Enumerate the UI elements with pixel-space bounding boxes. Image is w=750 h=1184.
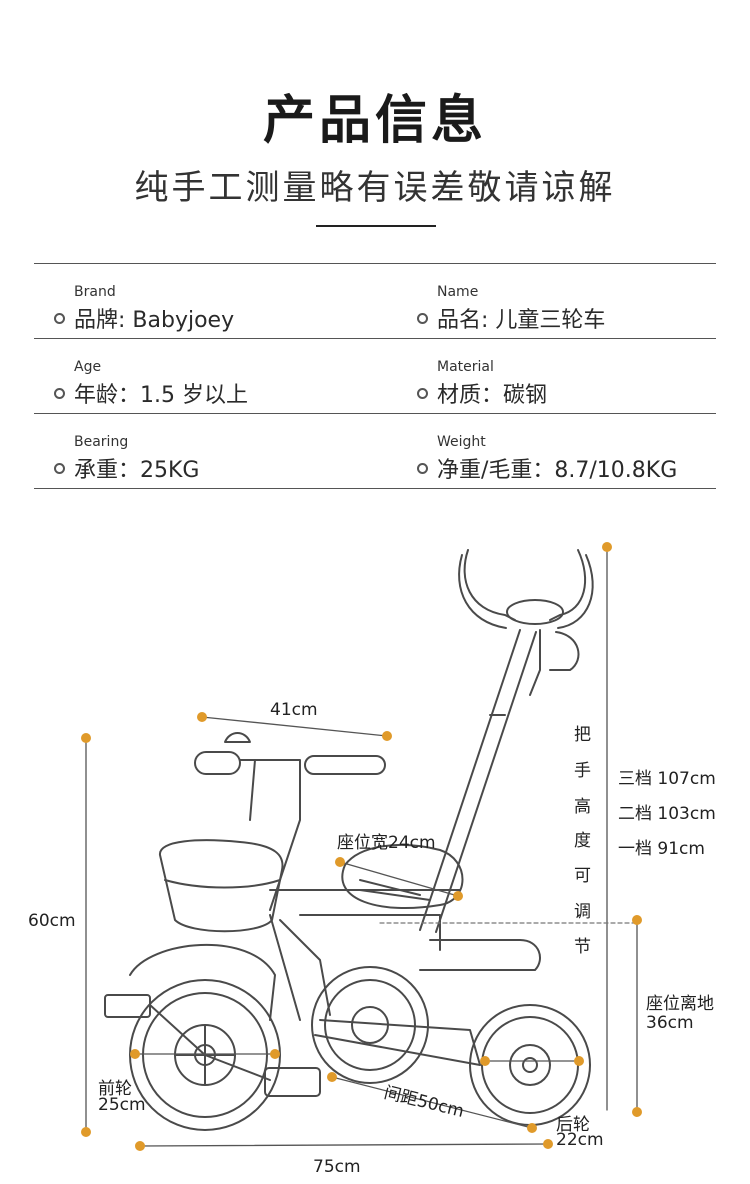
seat-height-label: 座位离地 bbox=[646, 994, 714, 1014]
front-wheel-label: 前轮 bbox=[98, 1079, 132, 1099]
spec-table: Brand 品牌: Babyjoey Name 品名: 儿童三轮车 Age 年龄… bbox=[34, 263, 716, 489]
handle-adjust-char: 可 bbox=[574, 866, 591, 886]
handle-level-2: 二档 103cm bbox=[618, 804, 716, 824]
spec-row: Brand 品牌: Babyjoey Name 品名: 儿童三轮车 bbox=[34, 263, 716, 338]
handle-adjust-char: 调 bbox=[574, 902, 591, 922]
spec-value: 承重：25KG bbox=[54, 452, 199, 484]
handle-adjust-char: 手 bbox=[574, 761, 591, 781]
seat-width-label: 座位宽24cm bbox=[337, 833, 436, 853]
handle-adjust-char: 高 bbox=[574, 797, 591, 817]
spec-text: 年龄：1.5 岁以上 bbox=[74, 383, 248, 408]
handle-level-3: 三档 107cm bbox=[618, 769, 716, 789]
spec-text: 承重：25KG bbox=[74, 458, 200, 483]
seat-height-value: 36cm bbox=[646, 1013, 694, 1033]
total-length-label: 75cm bbox=[313, 1157, 361, 1177]
spec-label-en: Brand bbox=[74, 284, 116, 300]
spec-value: 品牌: Babyjoey bbox=[54, 302, 234, 334]
title-divider bbox=[316, 225, 436, 227]
handle-level-1: 一档 91cm bbox=[618, 839, 705, 859]
front-height-label: 60cm bbox=[28, 911, 76, 931]
spec-value: 年龄：1.5 岁以上 bbox=[54, 377, 248, 409]
rear-wheel-label: 后轮 bbox=[556, 1115, 590, 1135]
bullet-icon bbox=[417, 387, 428, 399]
spec-text: 材质：碳钢 bbox=[437, 383, 548, 408]
spec-label-en: Material bbox=[437, 359, 494, 375]
spec-text: 品名: 儿童三轮车 bbox=[437, 308, 606, 333]
spec-label-en: Age bbox=[74, 359, 102, 375]
handle-adjust-char: 度 bbox=[574, 831, 591, 851]
spec-text: 品牌: Babyjoey bbox=[74, 308, 235, 333]
tricycle-diagram: 41cm 座位宽24cm 60cm 把 手 高 度 可 调 节 三档 107cm… bbox=[0, 520, 750, 1184]
spec-value: 材质：碳钢 bbox=[417, 377, 547, 409]
spec-label-en: Bearing bbox=[74, 434, 129, 450]
spec-row: Age 年龄：1.5 岁以上 Material 材质：碳钢 bbox=[34, 338, 716, 413]
spec-label-en: Name bbox=[437, 284, 479, 300]
page-subtitle: 纯手工测量略有误差敬请谅解 bbox=[134, 168, 616, 208]
tricycle-illustration bbox=[81, 542, 642, 1151]
bullet-icon bbox=[54, 462, 65, 474]
bullet-icon bbox=[54, 312, 65, 324]
spec-label-en: Weight bbox=[437, 434, 486, 450]
bullet-icon bbox=[417, 462, 428, 474]
handle-adjust-char: 把 bbox=[574, 725, 591, 745]
spec-row: Bearing 承重：25KG Weight 净重/毛重：8.7/10.8KG bbox=[34, 413, 716, 489]
front-wheel-value: 25cm bbox=[98, 1095, 146, 1115]
page-title: 产品信息 bbox=[262, 91, 487, 151]
spec-value: 品名: 儿童三轮车 bbox=[417, 302, 605, 334]
bullet-icon bbox=[54, 387, 65, 399]
spec-value: 净重/毛重：8.7/10.8KG bbox=[417, 452, 677, 484]
handle-adjust-char: 节 bbox=[574, 937, 591, 957]
rear-wheel-value: 22cm bbox=[556, 1130, 604, 1150]
bullet-icon bbox=[417, 312, 428, 324]
spec-text: 净重/毛重：8.7/10.8KG bbox=[437, 458, 678, 483]
handlebar-width-label: 41cm bbox=[270, 700, 318, 720]
